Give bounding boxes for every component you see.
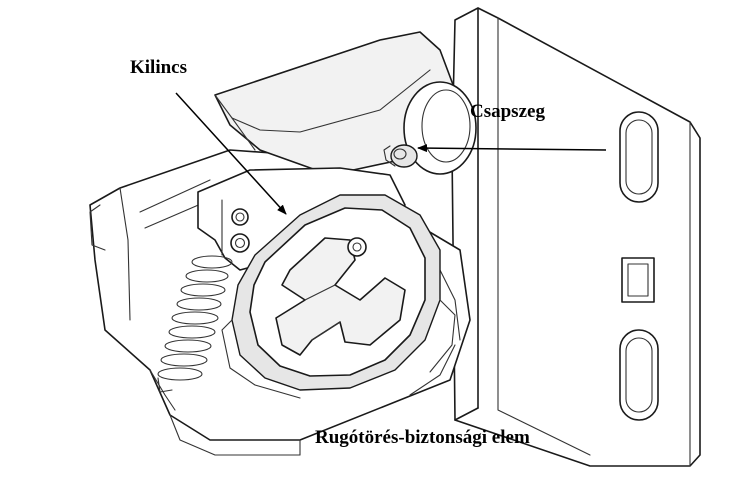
label-spring-safety: Rugótörés-biztonsági elem [315,427,530,448]
label-pin: Csapszeg [470,101,545,122]
label-handle: Kilincs [130,57,188,78]
mounting-bracket [451,7,701,467]
arrow-handle [175,92,287,215]
bracket-square-hole [621,257,655,303]
bracket-slot-bottom [619,329,659,421]
bracket-slot-top [619,111,659,203]
rotor-cam [221,194,456,399]
coil-spring [157,255,233,393]
arrow-pin [417,144,607,153]
